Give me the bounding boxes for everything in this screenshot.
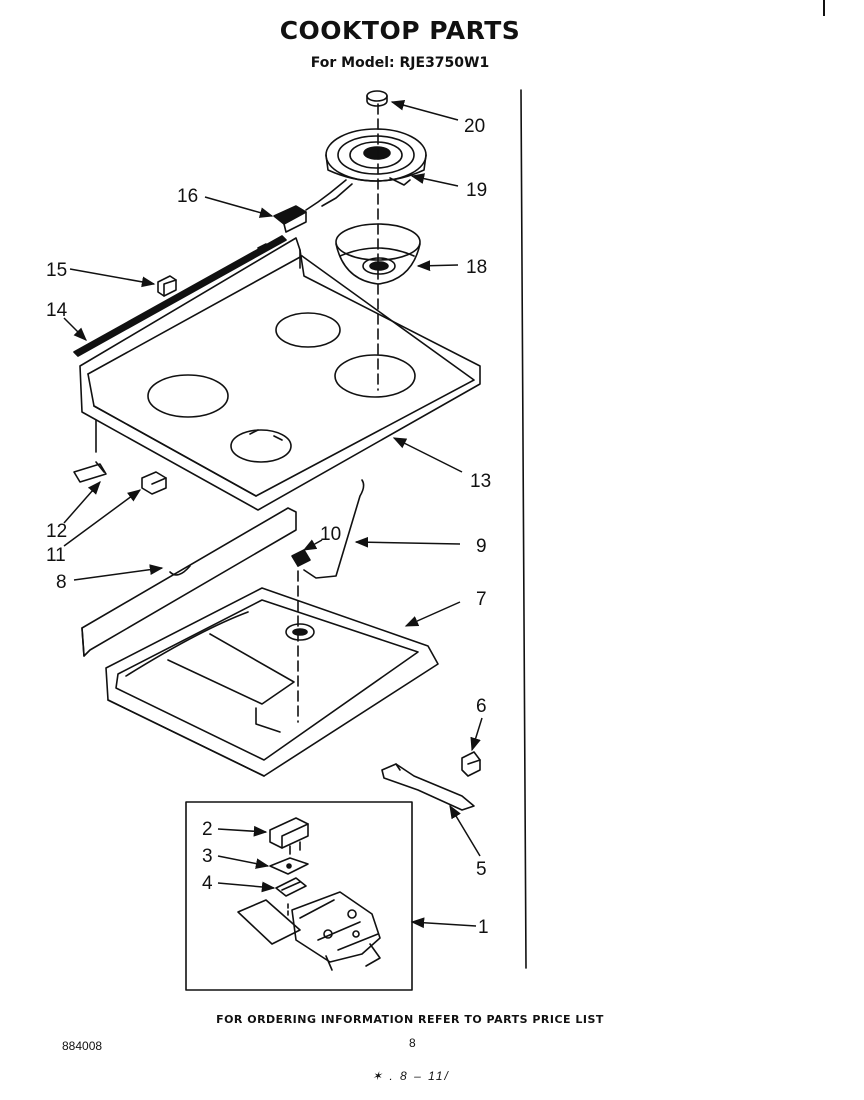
label-8: 8	[56, 572, 67, 593]
part-16-terminal-block	[273, 205, 307, 233]
label-3: 3	[202, 846, 213, 867]
label-5: 5	[476, 859, 487, 880]
part-2-switch	[269, 817, 309, 855]
part-5-bracket	[381, 763, 475, 811]
part-14-strip	[73, 235, 287, 357]
part-6-clip	[461, 751, 481, 777]
corner-mark	[823, 0, 825, 16]
label-1: 1	[478, 917, 489, 938]
divider-line	[520, 89, 527, 969]
centerline	[297, 103, 379, 723]
part-13-cooktop	[79, 237, 481, 511]
label-14: 14	[46, 300, 68, 321]
label-10: 10	[320, 524, 341, 545]
switch-inset-box	[185, 801, 413, 991]
page-number: 8	[409, 1036, 416, 1050]
part-19-surface-element	[305, 128, 427, 211]
label-15: 15	[46, 260, 67, 281]
page-title: COOKTOP PARTS	[279, 16, 521, 45]
label-20: 20	[464, 116, 485, 137]
label-7: 7	[476, 589, 487, 610]
part-12-bracket	[73, 461, 107, 483]
label-4: 4	[202, 873, 213, 894]
part-1-switch-assembly	[237, 891, 381, 971]
label-13: 13	[470, 471, 491, 492]
leader-lines	[63, 99, 483, 929]
label-9: 9	[476, 536, 487, 557]
part-10-clip	[291, 549, 311, 567]
label-6: 6	[476, 696, 487, 717]
model-subtitle: For Model: RJE3750W1	[310, 55, 490, 71]
part-15-clip	[157, 275, 177, 297]
part-4-clip	[275, 877, 307, 897]
label-19: 19	[466, 180, 487, 201]
part-20-cap	[366, 90, 388, 107]
label-2: 2	[202, 819, 213, 840]
part-11-spacer	[141, 471, 167, 495]
part-3-plate	[269, 857, 309, 875]
ordering-info-footer: FOR ORDERING INFORMATION REFER TO PARTS …	[216, 1013, 604, 1026]
handwritten-mark: ✶ . 8 – 11/	[372, 1069, 450, 1083]
label-16: 16	[177, 186, 198, 207]
part-7-burner-box	[105, 587, 439, 777]
label-12: 12	[46, 521, 67, 542]
part-labels: 20 19 16 18 15 14 13 12 11 10 9 8 7 6 5 …	[46, 116, 491, 938]
label-18: 18	[466, 257, 487, 278]
label-11: 11	[46, 545, 66, 566]
document-code: 884008	[62, 1039, 103, 1053]
part-8-rear-panel	[81, 507, 297, 657]
part-9-rod	[303, 479, 365, 579]
